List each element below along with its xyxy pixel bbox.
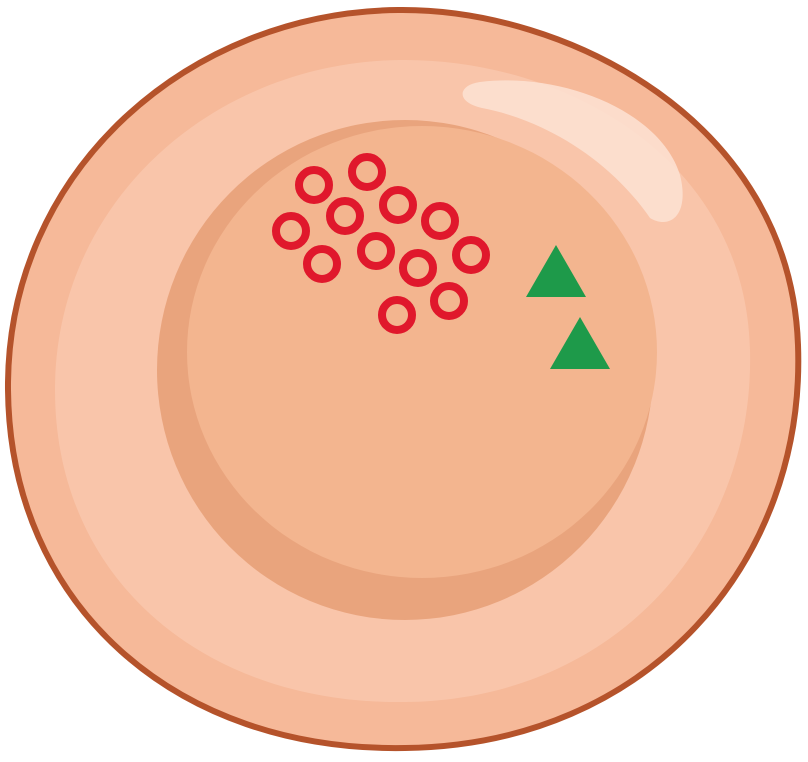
- ring-marker: [379, 186, 417, 224]
- ring-marker: [272, 212, 310, 250]
- green-triangle-markers: [526, 245, 610, 369]
- ring-marker: [430, 282, 468, 320]
- ring-marker: [421, 202, 459, 240]
- triangle-marker: [526, 245, 586, 297]
- red-ring-markers: [272, 153, 490, 334]
- ring-marker: [378, 296, 416, 334]
- cell-highlight: [462, 80, 683, 223]
- ring-marker: [326, 197, 364, 235]
- triangle-marker: [550, 317, 610, 369]
- ring-marker: [295, 166, 333, 204]
- ring-marker: [303, 245, 341, 283]
- ring-marker: [452, 236, 490, 274]
- ring-marker: [348, 153, 386, 191]
- ring-marker: [357, 232, 395, 270]
- ring-marker: [399, 249, 437, 287]
